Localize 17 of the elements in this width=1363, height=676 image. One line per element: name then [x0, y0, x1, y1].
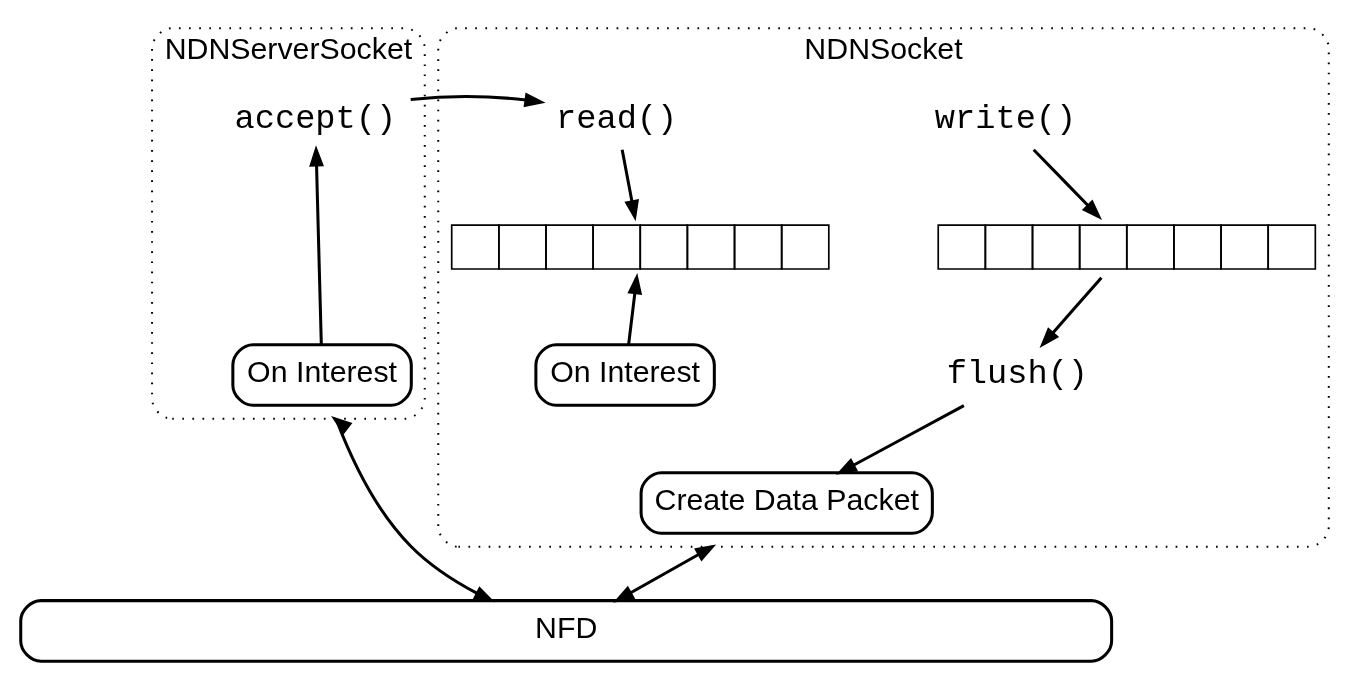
node-text: flush() [946, 355, 1089, 394]
node-text: write() [934, 99, 1077, 138]
arrow [331, 416, 495, 603]
arrow [627, 273, 643, 345]
node-box: NFD [19, 599, 1114, 663]
arrow [410, 92, 546, 108]
node-box: Create Data Packet [639, 471, 934, 535]
node-box: On Interest [534, 343, 716, 407]
arrow [613, 544, 717, 603]
node-box: On Interest [231, 343, 413, 407]
arrow [1039, 276, 1103, 349]
arrow [1032, 148, 1102, 220]
node-text: accept() [234, 99, 397, 138]
arrow [835, 404, 965, 475]
arrow [620, 149, 640, 222]
arrow [309, 145, 324, 345]
node-text: read() [556, 99, 678, 138]
